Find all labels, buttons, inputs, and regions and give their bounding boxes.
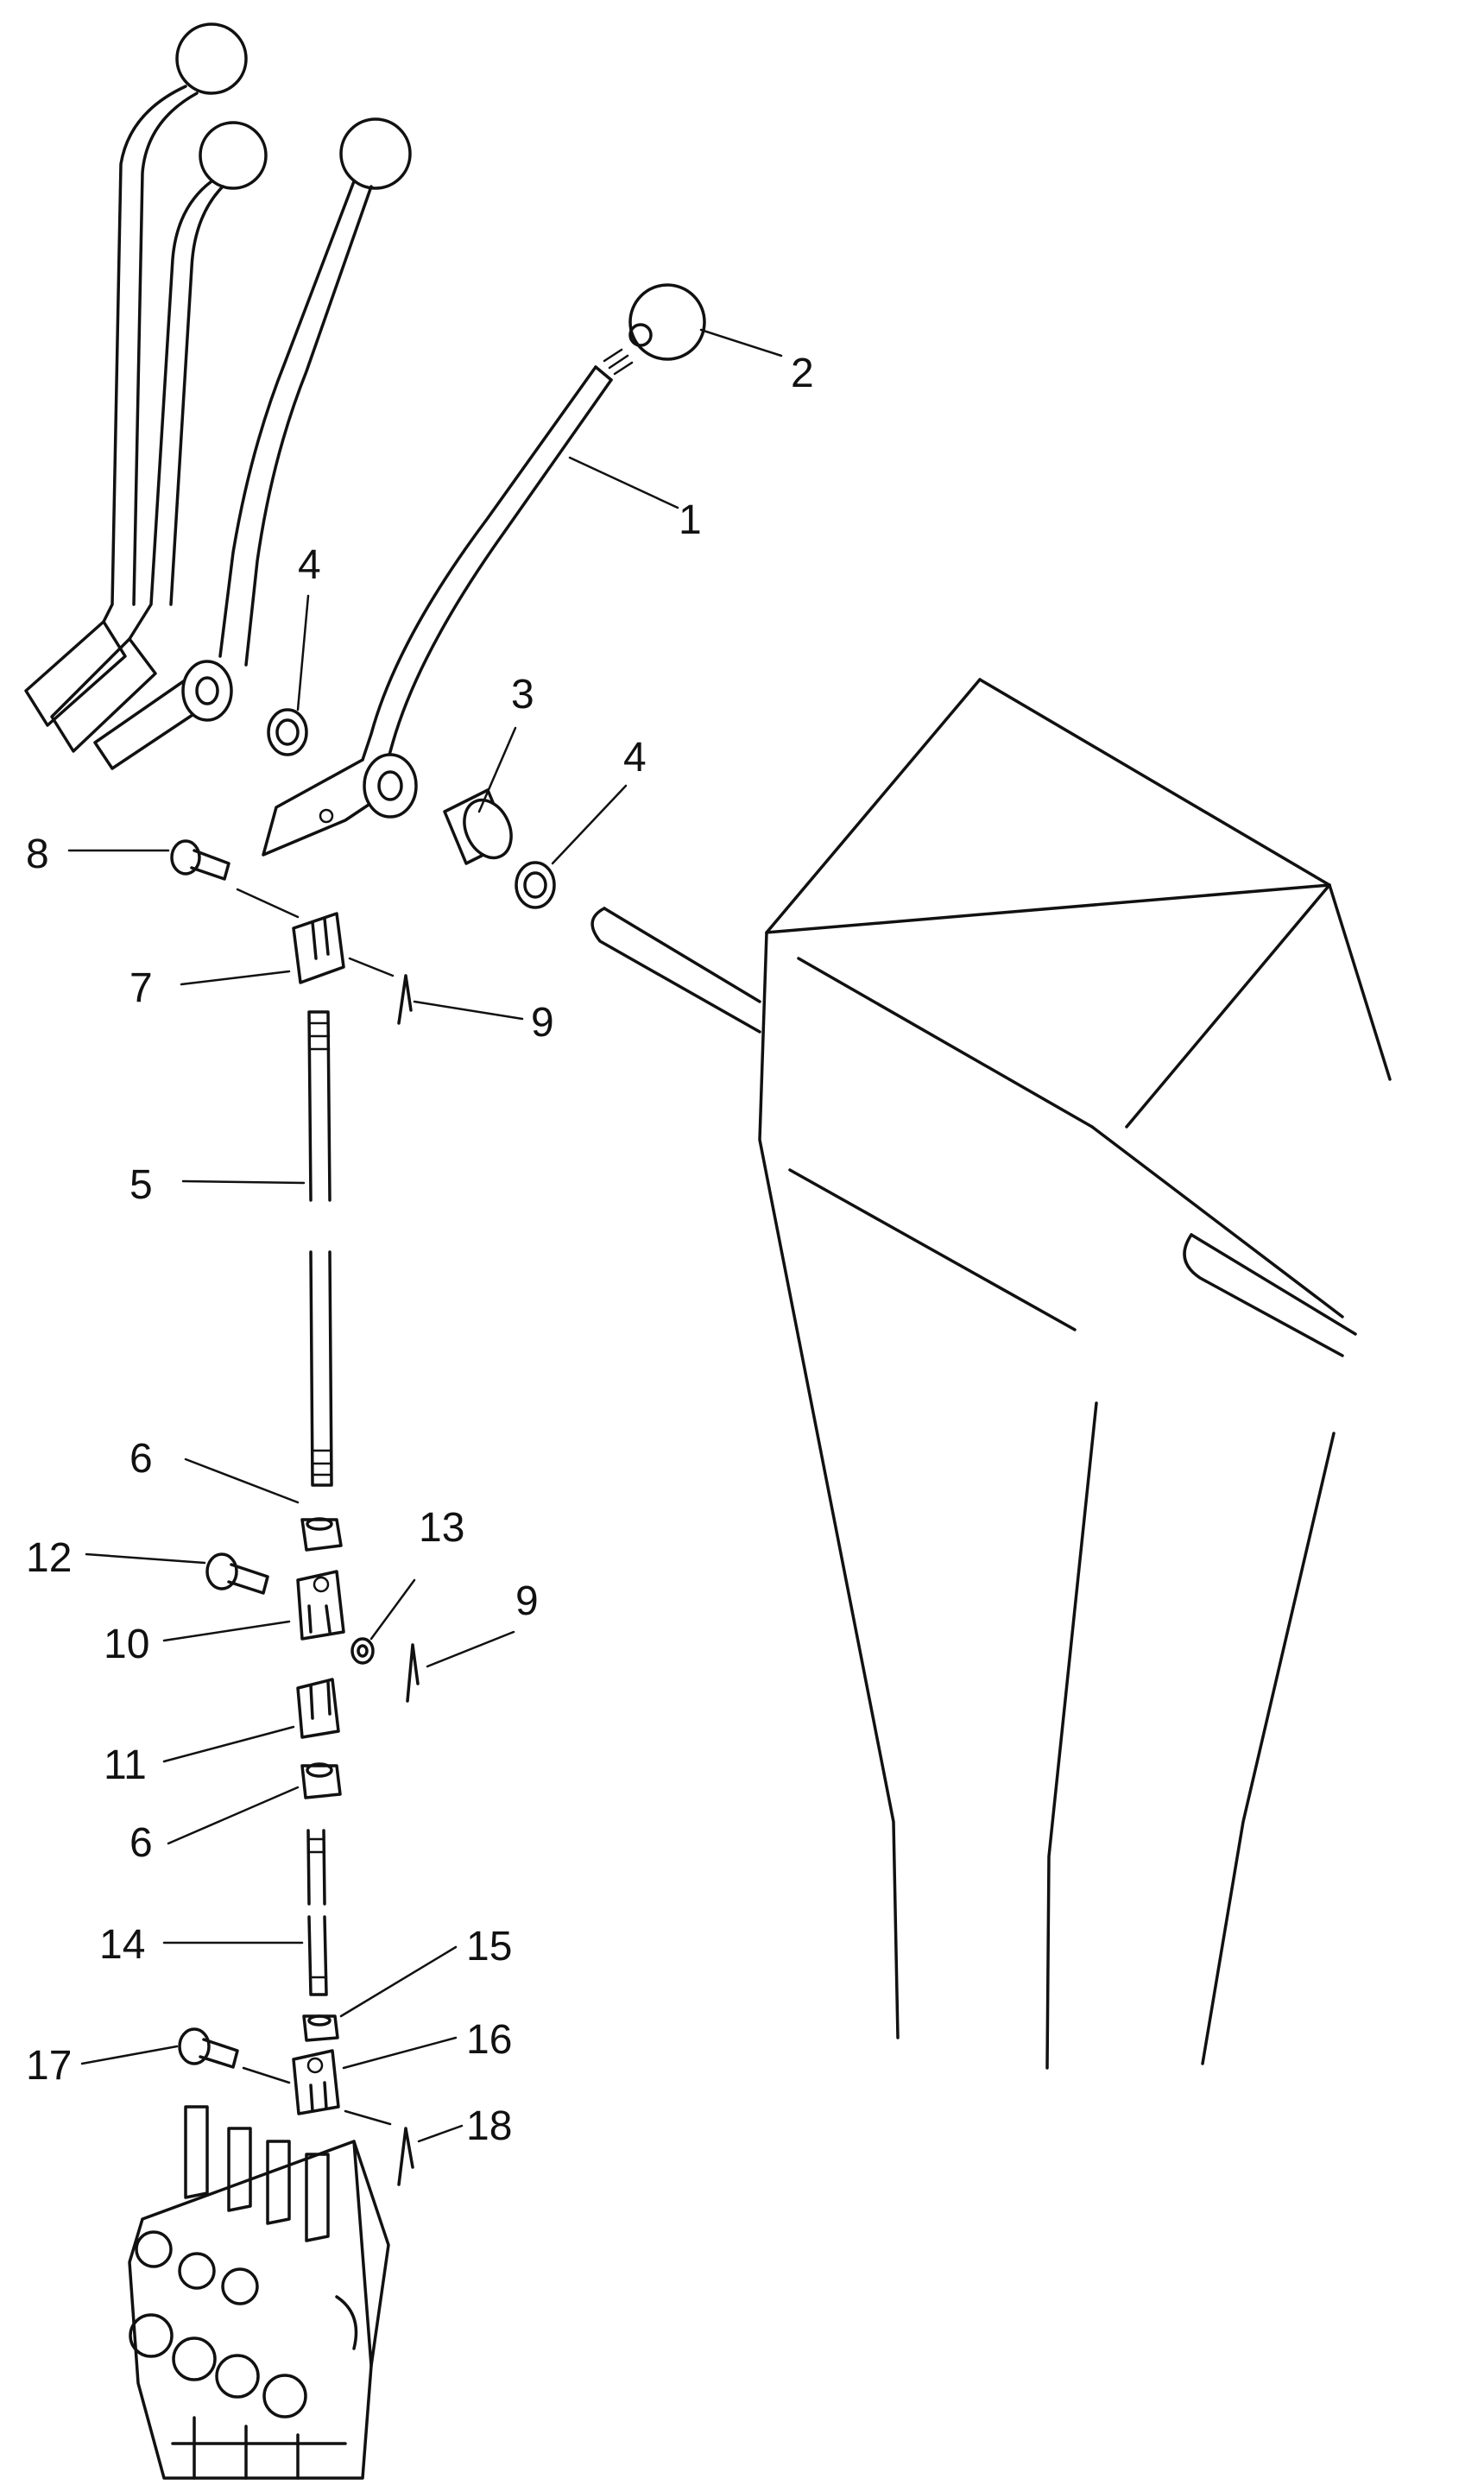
washer <box>515 861 556 909</box>
callout-4: 4 <box>298 542 321 588</box>
cotter-pin <box>397 974 413 1025</box>
callout-15: 15 <box>466 1924 512 1970</box>
callout-6: 6 <box>129 1820 153 1866</box>
pin <box>178 2027 239 2069</box>
clevis <box>292 912 345 984</box>
callout-11: 11 <box>104 1742 147 1788</box>
callout-17: 17 <box>26 2043 72 2089</box>
nut <box>300 1762 342 1799</box>
callout-13: 13 <box>419 1505 464 1551</box>
nut <box>302 2014 339 2042</box>
callout-12: 12 <box>26 1535 72 1581</box>
nut <box>300 1517 343 1552</box>
block <box>296 1678 340 1739</box>
reference-levers <box>24 22 412 770</box>
callout-10: 10 <box>104 1622 149 1667</box>
cotter-pin <box>406 1643 420 1703</box>
callout-8: 8 <box>26 831 49 877</box>
pin <box>205 1552 269 1595</box>
clevis <box>296 1570 345 1641</box>
console-housing <box>590 678 1392 2070</box>
callout-3: 3 <box>511 672 534 718</box>
callout-6: 6 <box>129 1436 153 1482</box>
washer <box>350 1637 375 1665</box>
washer <box>267 708 308 756</box>
rod <box>307 1010 333 1487</box>
pin <box>170 839 230 881</box>
callout-7: 7 <box>129 965 153 1011</box>
cotter-pin <box>397 2127 414 2186</box>
callout-16: 16 <box>466 2017 512 2063</box>
control-valve <box>128 2105 390 2480</box>
callout-labels: 1 2 3 4 4 5 6 6 7 8 9 9 10 11 12 13 14 1… <box>26 351 814 2149</box>
callout-14: 14 <box>99 1922 145 1968</box>
rod <box>306 1829 328 1996</box>
callout-9: 9 <box>531 1000 554 1046</box>
lever-knob <box>628 283 706 361</box>
callout-5: 5 <box>129 1162 153 1208</box>
collar <box>443 788 513 865</box>
callout-9: 9 <box>515 1578 539 1624</box>
callout-18: 18 <box>466 2103 512 2149</box>
leader-lines <box>67 328 783 2143</box>
callout-4: 4 <box>623 735 647 781</box>
clevis <box>292 2049 340 2115</box>
callout-2: 2 <box>791 351 814 396</box>
callout-1: 1 <box>679 497 702 543</box>
control-lever <box>262 348 634 857</box>
